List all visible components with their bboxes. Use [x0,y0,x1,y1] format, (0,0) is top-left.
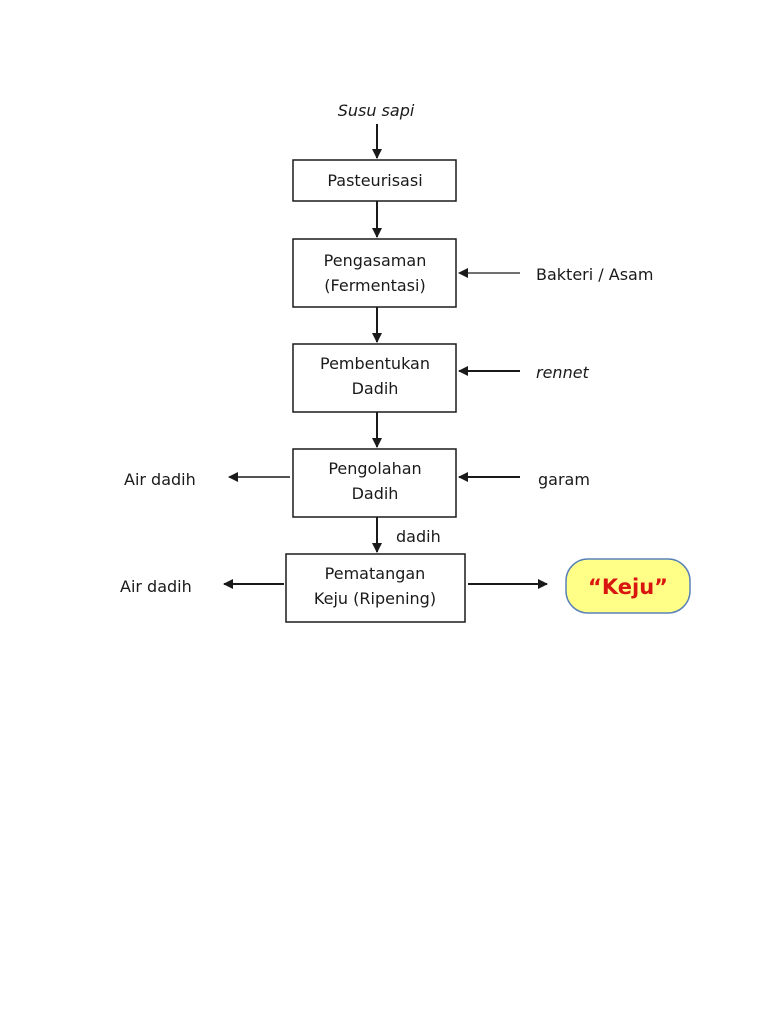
step-pematangan: Pematangan Keju (Ripening) [285,553,466,623]
step-pasteurisasi: Pasteurisasi [292,159,457,202]
step-pematangan-label-line2: Keju (Ripening) [314,589,436,608]
step-pengolahan-dadih-label-line2: Dadih [352,484,399,503]
step-pasteurisasi-label: Pasteurisasi [327,171,422,190]
input-rennet: rennet [536,363,590,382]
output-air-dadih-2: Air dadih [120,577,192,596]
input-garam: garam [538,470,590,489]
step-pembentukan-dadih-label-line2: Dadih [352,379,399,398]
step-pengolahan-dadih: Pengolahan Dadih [292,448,457,518]
output-air-dadih-1: Air dadih [124,470,196,489]
step-pengolahan-dadih-label-line1: Pengolahan [328,459,421,478]
step-pengasaman-label-line2: (Fermentasi) [324,276,425,295]
step-pengasaman-box [292,238,457,308]
input-label-susu-sapi: Susu sapi [338,101,415,120]
step-pengasaman-label-line1: Pengasaman [324,251,427,270]
step-pembentukan-dadih: Pembentukan Dadih [292,343,457,413]
input-bakteri-asam: Bakteri / Asam [536,265,653,284]
result-keju-label: “Keju” [588,575,668,599]
result-keju-box [565,558,691,614]
step-pembentukan-dadih-label-line1: Pembentukan [320,354,430,373]
edge-label-dadih: dadih [396,527,441,546]
result-keju: “Keju” [565,558,691,614]
step-pasteurisasi-box [292,159,457,202]
step-pembentukan-dadih-box [292,343,457,413]
step-pengasaman: Pengasaman (Fermentasi) [292,238,457,308]
step-pematangan-box [285,553,466,623]
step-pengolahan-dadih-box [292,448,457,518]
step-pematangan-label-line1: Pematangan [325,564,426,583]
